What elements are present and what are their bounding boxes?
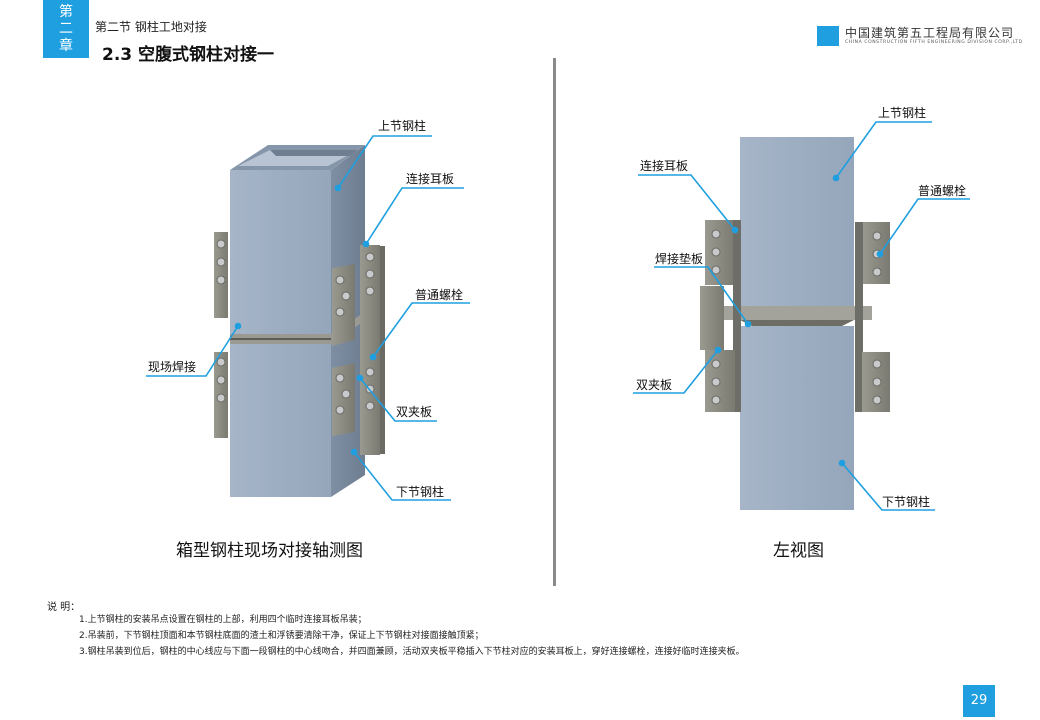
weld-gap — [230, 312, 365, 344]
label-double-clamp-plate: 双夹板 — [636, 378, 673, 392]
label-upper-column: 上节钢柱 — [878, 106, 927, 120]
label-upper-column: 上节钢柱 — [378, 119, 427, 133]
label-common-bolt: 普通螺栓 — [918, 184, 967, 198]
upper-column-front — [230, 170, 331, 340]
label-lower-column: 下节钢柱 — [396, 485, 445, 499]
note-item: 2.吊装前，下节钢柱顶面和本节钢柱底面的渣土和浮锈要清除干净，保证上下节钢柱对接… — [79, 631, 484, 641]
clamp-plate — [700, 286, 724, 350]
label-connecting-ear-plate: 连接耳板 — [640, 159, 689, 173]
clamp-plate — [332, 363, 355, 436]
label-connecting-ear-plate: 连接耳板 — [406, 172, 455, 186]
company-name-cn: 中国建筑第五工程局有限公司 — [845, 26, 1015, 40]
company-name-en: CHINA CONSTRUCTION FIFTH ENGINEERING DIV… — [845, 40, 1023, 45]
note-item: 3.钢柱吊装到位后，钢柱的中心线应与下面一段钢柱的中心线吻合，并四面兼顾，活动双… — [79, 647, 745, 657]
chapter-tab-char: 章 — [59, 38, 73, 54]
label-field-weld: 现场焊接 — [148, 360, 197, 374]
upper-column — [740, 137, 854, 307]
page-title: 2.3 空腹式钢柱对接一 — [102, 45, 275, 65]
label-lower-column: 下节钢柱 — [882, 495, 931, 509]
left-figure-caption: 箱型钢柱现场对接轴测图 — [176, 541, 363, 561]
label-common-bolt: 普通螺栓 — [415, 288, 464, 302]
right-callout-lines — [633, 121, 970, 511]
chapter-tab: 第 二 章 — [43, 0, 89, 58]
chapter-tab-char: 第 — [59, 4, 73, 20]
side-view-drawing — [700, 137, 890, 510]
section-heading: 第二节 钢柱工地对接 — [95, 20, 207, 34]
notes-title: 说 明： — [47, 602, 81, 613]
right-figure-caption: 左视图 — [773, 541, 824, 561]
label-welding-backing-plate: 焊接垫板 — [655, 252, 704, 266]
vertical-divider — [553, 58, 556, 586]
isometric-column-drawing — [214, 145, 385, 497]
lower-column-front — [230, 344, 331, 497]
clamp-plate — [332, 264, 355, 346]
weld-bevel — [740, 320, 854, 326]
ear-plate — [360, 245, 380, 455]
chapter-tab-char: 二 — [59, 21, 73, 37]
lower-column — [740, 326, 854, 510]
backing-plate — [722, 306, 872, 320]
ear-plate — [214, 232, 228, 318]
company-logo-icon — [817, 26, 839, 46]
left-callout-lines — [146, 135, 470, 501]
page-number: 29 — [963, 685, 995, 717]
notes-list: 1.上节钢柱的安装吊点设置在钢柱的上部，利用四个临时连接耳板吊装； 2.吊装前，… — [79, 612, 745, 660]
note-item: 1.上节钢柱的安装吊点设置在钢柱的上部，利用四个临时连接耳板吊装； — [79, 615, 367, 625]
label-double-clamp-plate: 双夹板 — [396, 405, 433, 419]
